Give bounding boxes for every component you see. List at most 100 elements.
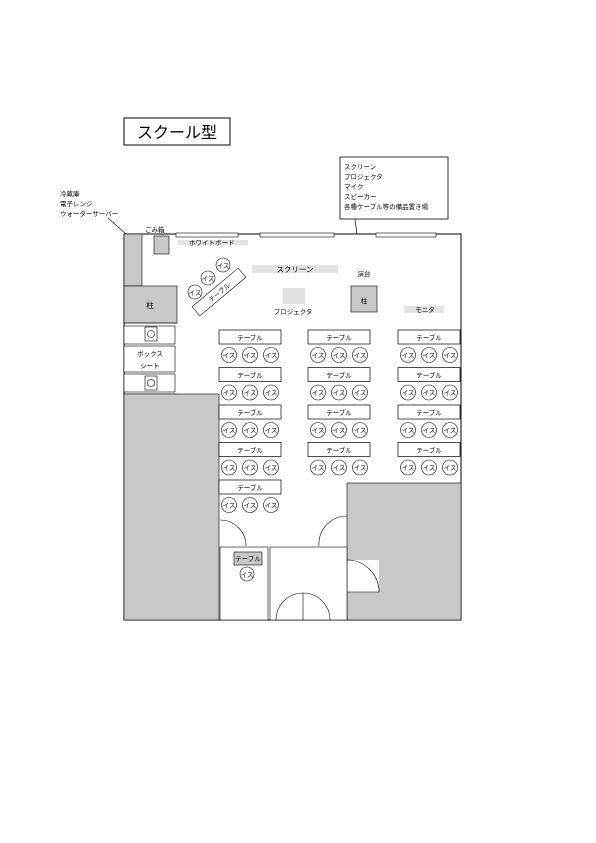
box-seat-area: ボックス シート: [123, 322, 177, 395]
chair-label: イス: [423, 389, 436, 397]
window-1: [175, 232, 239, 238]
chair: [242, 459, 258, 476]
equipment-callout-text: スクリーン プロジェクタ マイク スピーカー 各種ケーブル等の備品置き場: [344, 163, 429, 211]
projector: [283, 288, 305, 304]
chair: [263, 497, 279, 513]
callout-line-water-server: ウォーターサーバー: [60, 209, 118, 218]
table-group: テーブルイスイスイス: [307, 404, 371, 438]
table-group: テーブルイスイスイス: [307, 442, 371, 476]
chair-label: イス: [223, 352, 236, 360]
table-group: テーブルイスイスイス: [218, 404, 282, 438]
chair: [310, 384, 326, 401]
chair-label: イス: [244, 502, 257, 510]
chair-label: イス: [402, 427, 415, 435]
pillar-center: [350, 285, 378, 313]
chair: [421, 384, 437, 401]
chair: [242, 384, 258, 401]
table-label: テーブル: [416, 333, 442, 342]
chair-label: イス: [333, 464, 346, 472]
chair-label: イス: [244, 427, 257, 435]
pillar-left-label: 柱: [146, 300, 154, 310]
chair-label: イス: [354, 389, 367, 397]
chair: [400, 384, 416, 401]
door-arc-right: [318, 515, 348, 547]
chair: [421, 422, 437, 438]
table-label: テーブル: [326, 408, 352, 417]
chair-label: イス: [333, 352, 346, 360]
kitchen-callout-text: 冷蔵庫 電子レンジ ウォーターサーバー: [60, 189, 118, 218]
table-label: テーブル: [237, 371, 263, 380]
chair: [215, 257, 231, 273]
chair: [263, 384, 279, 401]
pillar-left: [123, 285, 178, 324]
chair: [242, 347, 258, 363]
table-group: テーブルイスイスイス: [218, 442, 282, 476]
callout-line-projector: プロジェクタ: [344, 172, 383, 181]
chair: [421, 347, 437, 363]
table: [307, 367, 371, 382]
table-label: テーブル: [237, 408, 263, 417]
chair-label: イス: [244, 352, 257, 360]
box-seat-label-2: シート: [140, 362, 160, 370]
entrance-door-right: [302, 592, 331, 621]
page-title: スクール型: [137, 123, 217, 142]
table-label: テーブル: [326, 371, 352, 380]
chair-label: イス: [265, 389, 278, 397]
chair: [400, 347, 416, 363]
table: [218, 404, 282, 420]
kitchen-callout-leader: [107, 217, 127, 235]
table-group: テーブルイスイスイス: [307, 367, 371, 401]
table-label: テーブル: [416, 446, 442, 455]
chair: [442, 347, 458, 363]
chair-label: イス: [354, 464, 367, 472]
entrance-door-left: [275, 592, 304, 621]
kitchen-counter: [123, 233, 143, 287]
left-wing-block: [123, 393, 220, 621]
chair-label: イス: [189, 289, 202, 297]
chair: [221, 422, 237, 438]
chair: [200, 270, 216, 286]
chair: [331, 384, 347, 401]
entrance-chair-label: イス: [241, 571, 254, 579]
chair: [221, 384, 237, 401]
table-label: テーブル: [237, 483, 263, 492]
chair: [331, 459, 347, 476]
chair-label: イス: [265, 427, 278, 435]
projector-label: プロジェクタ: [274, 307, 313, 316]
table-label: テーブル: [237, 446, 263, 455]
chair-label: イス: [223, 427, 236, 435]
table-label: テーブル: [416, 408, 442, 417]
table-group: テーブルイスイスイス: [397, 442, 461, 476]
table: [397, 329, 461, 345]
chair-label: イス: [265, 352, 278, 360]
table-group: テーブルイスイスイス: [218, 329, 282, 363]
chair: [263, 422, 279, 438]
chair-label: イス: [444, 352, 457, 360]
whiteboard-label: ホワイトボード: [189, 239, 235, 247]
monitor-label: モニタ: [415, 305, 435, 314]
chair: [242, 497, 258, 513]
chair-label: イス: [223, 502, 236, 510]
title-box: [123, 117, 231, 146]
monitor: [404, 306, 444, 313]
door-arc-left: [219, 519, 247, 547]
chair: [310, 422, 326, 438]
chair-label: イス: [354, 352, 367, 360]
chair-label: イス: [444, 427, 457, 435]
chair: [263, 347, 279, 363]
right-wing-block: [346, 482, 462, 621]
table-group: テーブルイスイスイス: [397, 404, 461, 438]
chair-label: イス: [223, 464, 236, 472]
chair-label: イス: [244, 464, 257, 472]
table: [307, 404, 371, 420]
chair: [187, 284, 203, 300]
chair: [221, 347, 237, 363]
chair-label: イス: [202, 275, 215, 283]
table-group: テーブルイスイスイス: [307, 329, 371, 363]
chair: [421, 459, 437, 476]
table: [218, 329, 282, 345]
table-groups: テーブルイスイスイステーブルイスイスイステーブルイスイスイステーブルイスイスイス…: [218, 329, 461, 513]
chair: [331, 422, 347, 438]
chair-label: イス: [333, 427, 346, 435]
trash-label: ごみ箱: [145, 225, 165, 234]
